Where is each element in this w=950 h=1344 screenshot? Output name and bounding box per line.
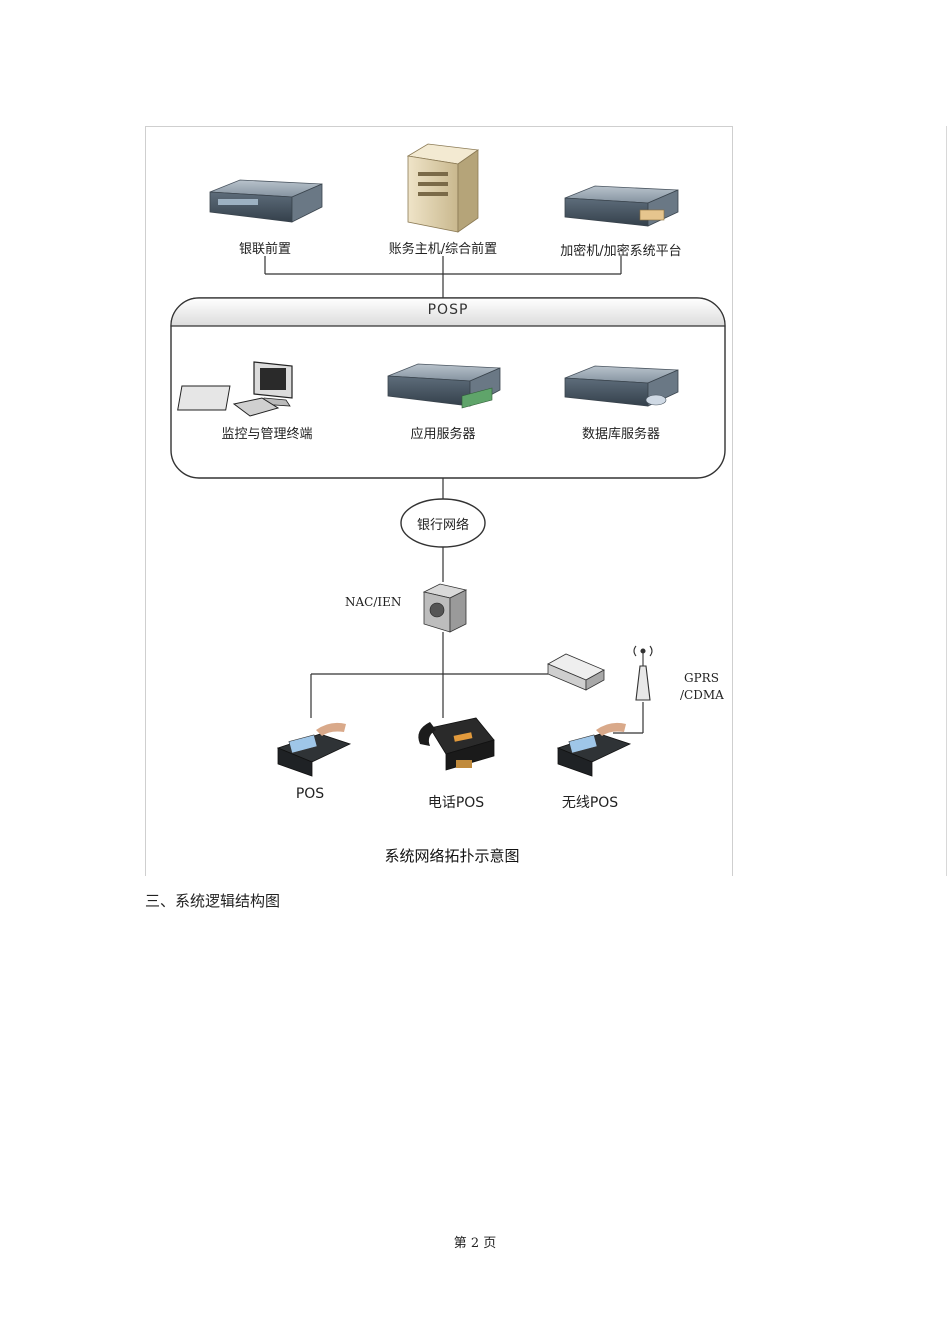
bank-network-cloud bbox=[400, 498, 486, 548]
phone-pos-label: 电话POS bbox=[427, 795, 485, 811]
accounting-host-tower-icon bbox=[406, 143, 480, 233]
encryption-server-icon bbox=[564, 185, 679, 227]
db-server-label: 数据库服务器 bbox=[581, 427, 661, 442]
encryption-platform-label: 加密机/加密系统平台 bbox=[560, 244, 682, 259]
accounting-host-label: 账务主机/综合前置 bbox=[388, 242, 498, 257]
figure-caption: 系统网络拓扑示意图 bbox=[384, 847, 520, 865]
app-server-icon bbox=[387, 363, 501, 409]
page-edge-line bbox=[946, 126, 947, 876]
pos-label: POS bbox=[295, 786, 325, 802]
wireless-pos-icon bbox=[556, 722, 632, 777]
phone-pos-icon bbox=[418, 717, 495, 771]
page-number: 第 2 页 bbox=[453, 1236, 497, 1251]
modem-device-icon bbox=[547, 653, 605, 691]
app-server-label: 应用服务器 bbox=[410, 427, 476, 442]
gprs-antenna-icon bbox=[633, 645, 653, 701]
figure-frame bbox=[145, 126, 733, 876]
wireless-pos-label: 无线POS bbox=[561, 795, 619, 811]
cdma-label: /CDMA bbox=[680, 688, 724, 702]
unionpay-front-label: 银联前置 bbox=[238, 242, 292, 257]
section-heading: 三、系统逻辑结构图 bbox=[145, 892, 281, 910]
monitor-terminal-computer-icon bbox=[177, 361, 293, 417]
gprs-label: GPRS bbox=[684, 671, 719, 685]
network-topology-diagram bbox=[170, 143, 726, 777]
bank-network-label: 银行网络 bbox=[416, 518, 470, 533]
nac-label: NAC/IEN bbox=[345, 595, 402, 609]
unionpay-front-server-icon bbox=[209, 179, 323, 223]
pos-terminal-icon bbox=[276, 722, 352, 777]
monitor-terminal-label: 监控与管理终端 bbox=[221, 427, 313, 442]
database-server-icon bbox=[564, 365, 679, 407]
posp-title: POSP bbox=[427, 302, 469, 318]
nac-device-icon bbox=[422, 583, 468, 633]
